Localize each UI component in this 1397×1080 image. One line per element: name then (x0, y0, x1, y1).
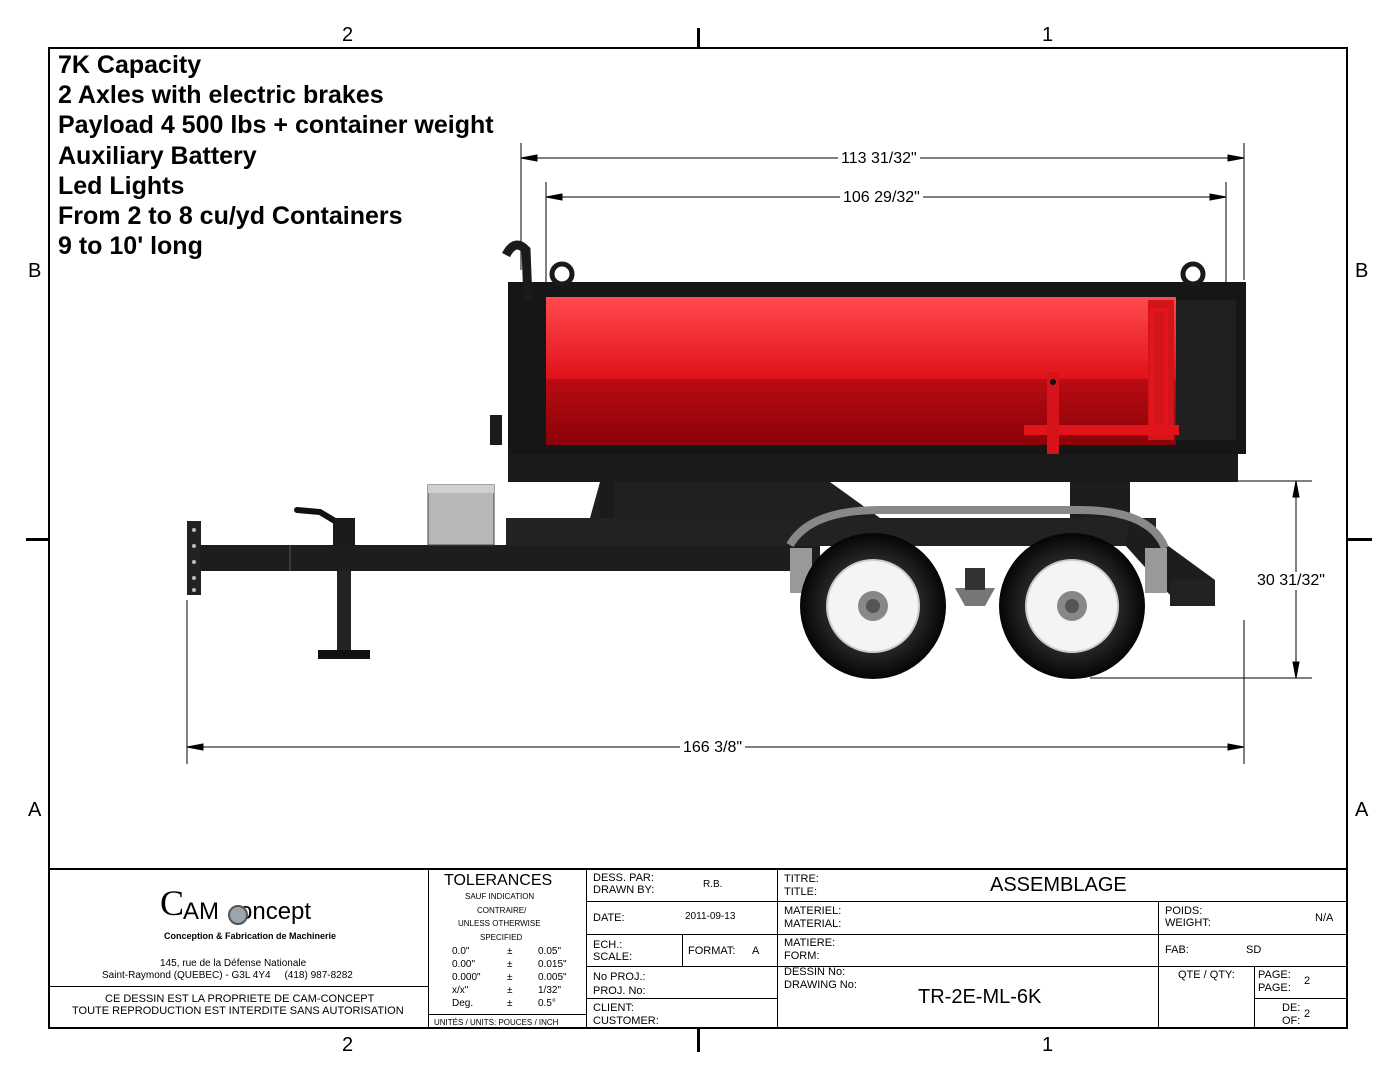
matiere-label-en: FORM: (784, 950, 820, 962)
tolerances-sub-2: CONTRAIRE/ (477, 906, 527, 915)
units-label: UNITÉS / UNITS: POUCES / INCH (434, 1018, 559, 1027)
tolerance-row-4-sign: ± (507, 985, 513, 996)
trailer-illustration (186, 143, 1312, 764)
weight-label-en: WEIGHT: (1165, 917, 1211, 929)
tolerance-row-5-spec: Deg. (452, 998, 474, 1009)
project-label-en: PROJ. No: (593, 985, 646, 997)
zone-tick-bottom (697, 1029, 700, 1052)
material-label-en: MATERIAL: (784, 918, 842, 930)
zone-tick-left (26, 538, 48, 541)
dimension-deck-height-label: 30 31/32" (1254, 572, 1328, 590)
wheel-rear (999, 533, 1145, 679)
company-logo-c: C (160, 883, 185, 923)
wheel-front (800, 533, 946, 679)
fab-value: SD (1246, 944, 1262, 956)
material-label-fr: MATERIEL: (784, 905, 842, 917)
weight-label-fr: POIDS: (1165, 905, 1203, 917)
feature-axles: 2 Axles with electric brakes (58, 81, 384, 110)
page-value: 2 (1304, 975, 1311, 987)
tolerance-row-5-value: 0.5° (538, 998, 556, 1009)
weight-value: N/A (1315, 912, 1334, 924)
zone-col-1-bottom: 1 (1042, 1034, 1054, 1056)
dimension-container-outer-label: 113 31/32" (838, 150, 920, 168)
container-red-panel (546, 297, 1176, 445)
project-label-fr: No PROJ.: (593, 971, 646, 983)
tolerance-row-5-sign: ± (507, 998, 513, 1009)
tolerance-row-3-value: 0.005" (538, 972, 567, 983)
drawing-frame (48, 47, 1348, 1029)
of-value: 2 (1304, 1008, 1311, 1020)
page-label-fr: PAGE: (1258, 969, 1291, 981)
tolerance-row-2-spec: 0.00" (452, 959, 476, 970)
company-address-2: Saint-Raymond (QUEBEC) - G3L 4Y4 (418) 9… (102, 970, 353, 981)
gear-icon (228, 905, 248, 925)
zone-row-b-left: B (28, 260, 42, 282)
date-value: 2011-09-13 (685, 911, 736, 922)
feature-lights: Led Lights (58, 171, 185, 200)
page-label-en: PAGE: (1258, 982, 1291, 994)
tolerances-sub-3: UNLESS OTHERWISE (458, 919, 541, 928)
company-logo: AM oncept (183, 898, 312, 925)
feature-payload: Payload 4 500 lbs + container weight (58, 111, 494, 140)
of-label-fr: DE: (1282, 1002, 1301, 1014)
quantity-label: QTE / QTY: (1178, 969, 1235, 981)
zone-row-a-right: A (1355, 799, 1369, 821)
feature-battery: Auxiliary Battery (58, 141, 257, 170)
zone-col-2-bottom: 2 (342, 1034, 354, 1056)
tolerance-row-4-spec: x/x" (452, 985, 469, 996)
tolerances-sub-4: SPECIFIED (480, 933, 523, 942)
tolerance-row-3-sign: ± (507, 972, 513, 983)
tolerance-row-3-spec: 0.000" (452, 972, 481, 983)
zone-tick-top (697, 28, 700, 47)
scale-label-fr: ECH.: (593, 939, 623, 951)
drawing-number: TR-2E-ML-6K (918, 986, 1042, 1008)
zone-tick-right (1348, 538, 1372, 541)
date-label: DATE: (593, 912, 625, 924)
drawn-by-label-fr: DESS. PAR: (593, 872, 654, 884)
tolerance-row-1-sign: ± (507, 946, 513, 957)
drawn-by-value: R.B. (703, 879, 723, 890)
tolerance-row-4-value: 1/32" (538, 985, 562, 996)
drawing-number-label-en: DRAWING No: (784, 979, 857, 991)
client-label-en: CUSTOMER: (593, 1015, 659, 1027)
tongue-jack (294, 507, 370, 659)
feature-containers: From 2 to 8 cu/yd Containers (58, 202, 403, 231)
dimension-container-inner-label: 106 29/32" (840, 189, 923, 207)
drawing-number-label-fr: DESSIN No: (784, 966, 846, 978)
tolerance-row-2-sign: ± (507, 959, 513, 970)
client-label-fr: CLIENT: (593, 1002, 634, 1014)
matiere-label-fr: MATIERE: (784, 937, 836, 949)
title-block: C AM oncept Conception & Fabrication de … (48, 868, 1348, 1029)
zone-col-1-top: 1 (1042, 24, 1054, 46)
title-label-en: TITLE: (784, 886, 818, 898)
tolerances-title: TOLERANCES (444, 872, 553, 889)
zone-col-2-top: 2 (342, 24, 354, 46)
ownership-line-1: CE DESSIN EST LA PROPRIETE DE CAM-CONCEP… (105, 993, 375, 1005)
format-value: A (752, 945, 760, 957)
company-tagline: Conception & Fabrication de Machinerie (164, 931, 337, 941)
zone-row-a-left: A (28, 799, 42, 821)
dimension-overall-length-label: 166 3/8" (680, 739, 746, 757)
ownership-line-2: TOUTE REPRODUCTION EST INTERDITE SANS AU… (72, 1005, 404, 1017)
toolbox (427, 484, 495, 546)
feature-length: 9 to 10' long (58, 232, 203, 261)
tolerances-sub-1: SAUF INDICATION (465, 892, 535, 901)
drawn-by-label-en: DRAWN BY: (593, 884, 655, 896)
feature-capacity: 7K Capacity (58, 51, 202, 79)
tolerance-row-1-spec: 0.0" (452, 946, 470, 957)
tolerance-row-2-value: 0.015" (538, 959, 567, 970)
tolerance-row-1-value: 0.05" (538, 946, 562, 957)
fab-label: FAB: (1165, 944, 1189, 956)
title-label-fr: TITRE: (784, 873, 819, 885)
drawbar (200, 545, 820, 571)
of-label-en: OF: (1282, 1015, 1301, 1027)
feature-list: 7K Capacity 2 Axles with electric brakes… (58, 50, 494, 261)
drawing-title: ASSEMBLAGE (990, 874, 1127, 896)
format-label: FORMAT: (688, 945, 736, 957)
coupler-plate (187, 521, 201, 595)
company-address-1: 145, rue de la Défense Nationale (160, 958, 307, 969)
scale-label-en: SCALE: (593, 951, 633, 963)
zone-row-b-right: B (1355, 260, 1369, 282)
